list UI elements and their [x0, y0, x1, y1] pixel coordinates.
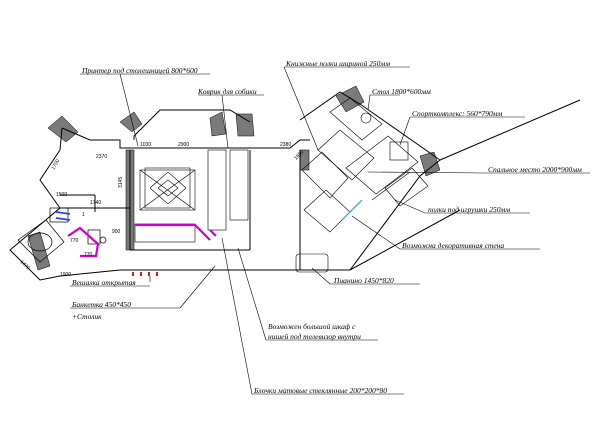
- printer-label: Принтер под столешницей 800*600: [82, 66, 198, 75]
- magenta-partition: [67, 223, 217, 258]
- dim-1: 1: [82, 212, 85, 218]
- dim-2380: 2380: [280, 142, 291, 148]
- leader-lines: [70, 66, 590, 395]
- bathroom: [17, 207, 107, 263]
- sleeping-label: Спальное место 2000*900мм: [488, 165, 582, 174]
- dim-770b: 770: [84, 252, 93, 258]
- dim-3145: 3145: [118, 177, 124, 188]
- dim-1700: 1700: [51, 158, 62, 171]
- toy-shelves-label: полки под игрушки 250мм: [428, 205, 511, 214]
- hanger-marks: [132, 272, 158, 276]
- glass-blocks-label: Блочки матовые стеклянные 200*200*80: [254, 386, 388, 395]
- outer-walls: [27, 85, 441, 271]
- dim-770: 770: [70, 238, 79, 244]
- piano-label: Пианино 1450*820: [334, 276, 394, 285]
- wardrobe-label-1: Возможен большой шкаф с: [268, 322, 356, 331]
- table-label: Стол 1800*600мм: [372, 87, 431, 96]
- dog-mat-label: Коврик для собаки: [198, 87, 257, 96]
- dim-1740: 1740: [90, 200, 101, 206]
- sport-label: Спорткомплекс: 560*790мм: [412, 109, 503, 118]
- dim-1900: 1900: [60, 272, 71, 278]
- dim-900: 900: [112, 229, 121, 235]
- bench-extra-label: +Столик: [72, 312, 102, 321]
- deco-wall-label: Возможна декоративная стена: [402, 241, 505, 250]
- bench-label: Банкетка 450*450: [72, 300, 132, 309]
- bookshelves-label: Книжные полки шириной 250мм: [286, 59, 390, 68]
- wardrobe-label-2: нишей под телевизор внутри: [268, 332, 361, 341]
- glass-wall: [341, 199, 363, 221]
- hanger-label: Вешалка открытая: [72, 278, 136, 287]
- dim-2900: 2900: [178, 142, 189, 148]
- blue-accent: [55, 211, 71, 221]
- dim-1030: 1030: [140, 142, 151, 148]
- walls: [9, 91, 581, 281]
- dim-2370: 2370: [96, 154, 107, 160]
- dim-1500: 1500: [56, 192, 67, 198]
- bed: [144, 167, 191, 209]
- kitchen-cabinets: [134, 149, 249, 243]
